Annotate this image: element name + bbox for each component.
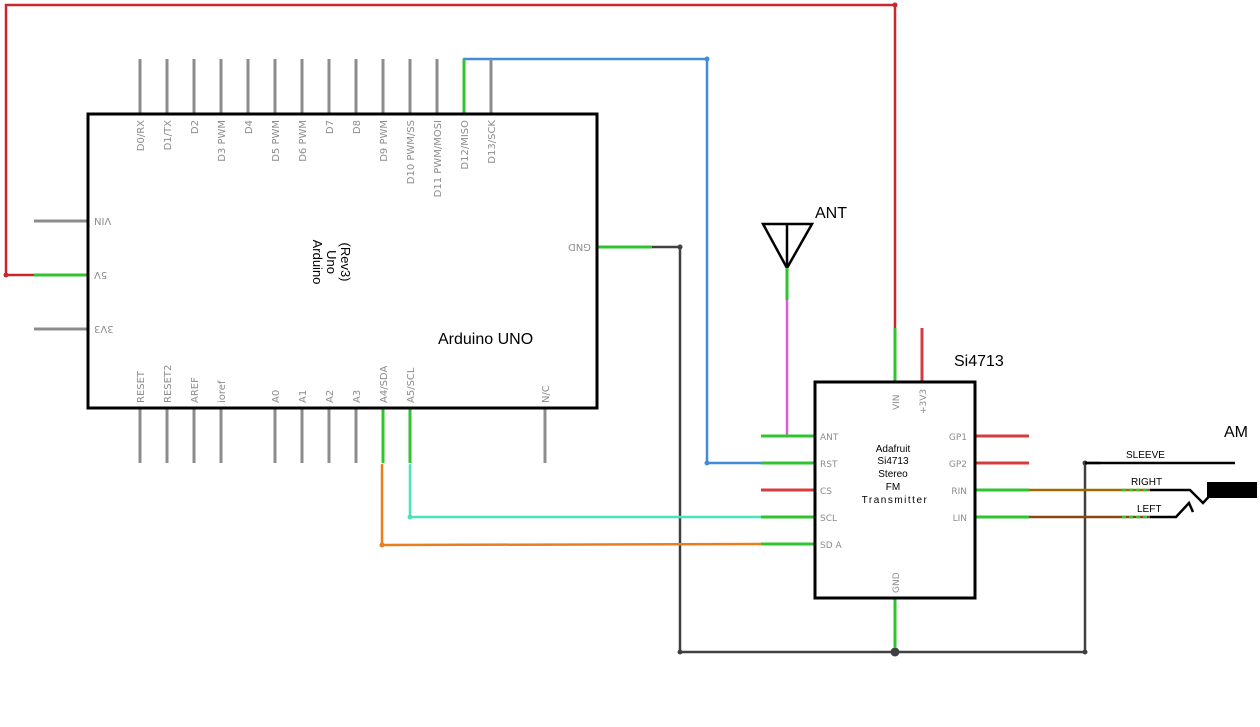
audio-jack[interactable]: SLEEVE RIGHT LEFT AM xyxy=(1085,424,1257,519)
wire-scl[interactable] xyxy=(408,463,789,519)
junction-dot xyxy=(892,2,898,8)
label-top-pin: D9 PWM xyxy=(379,120,390,162)
si-desc-4: FM xyxy=(886,482,900,493)
label-si-cs: CS xyxy=(820,487,832,497)
label-top-pin: D6 PWM xyxy=(298,120,309,162)
junctions xyxy=(3,2,1088,657)
label-top-pin: D8 xyxy=(352,120,363,134)
junction-dot xyxy=(1082,649,1088,655)
label-top-pin: D3 PWM xyxy=(217,120,228,162)
power-wire-5v[interactable] xyxy=(4,3,897,330)
jack-label-right: RIGHT xyxy=(1131,477,1162,488)
label-5v: 5V xyxy=(94,269,107,280)
label-bottom-pin: AREF xyxy=(190,377,201,403)
label-si-sda: SD A xyxy=(820,541,843,551)
label-top-pin: D13/SCK xyxy=(487,120,498,164)
label-bottom-pin: A0 xyxy=(271,390,282,403)
label-bottom-pin: A5/SCL xyxy=(406,367,417,403)
label-si-gp2: GP2 xyxy=(949,460,967,470)
si-desc-2: Si4713 xyxy=(877,456,909,467)
label-si-scl: SCL xyxy=(820,514,837,524)
antenna[interactable]: ANT xyxy=(760,205,847,300)
label-top-pin: D11 PWM/MOSI xyxy=(433,120,444,197)
junction-dot xyxy=(407,514,413,520)
arduino-center-label: Arduino Uno (Rev3) xyxy=(310,240,353,285)
label-bottom-pin: ioref xyxy=(217,380,228,403)
junction-dot xyxy=(704,56,710,62)
label-si-rin: RIN xyxy=(951,487,967,497)
label-si-rst: RST xyxy=(820,460,838,470)
jack-label-sleeve: SLEEVE xyxy=(1126,450,1165,461)
si-desc-5: Transmitter xyxy=(862,495,929,506)
label-top-pin: D5 PWM xyxy=(271,120,282,162)
si-desc-1: Adafruit xyxy=(876,444,911,455)
arduino-bottom-pin-labels: RESET RESET2 AREF ioref A0 A1 A2 A3 A4/SDA A5/SCL… xyxy=(136,365,552,403)
wire-miso-rst[interactable] xyxy=(462,57,789,465)
junction-dot xyxy=(677,244,683,250)
arduino-title: Arduino UNO xyxy=(438,331,533,348)
label-vin: VIN xyxy=(94,215,111,226)
label-bottom-pin: A2 xyxy=(325,390,336,403)
arduino-bottom-pins xyxy=(138,408,547,463)
si4713-body xyxy=(813,380,977,600)
label-top-pin: D0/RX xyxy=(136,120,147,151)
jack-label-left: LEFT xyxy=(1137,504,1161,515)
jack-title: AM xyxy=(1224,424,1248,441)
label-bottom-pin: N/C xyxy=(541,385,552,403)
center-line-3: (Rev3) xyxy=(338,242,353,281)
junction-dot xyxy=(677,649,683,655)
si4713-module[interactable]: VIN +3V3 ANT RST CS SCL SD A GP1 GP2 RIN… xyxy=(761,328,1029,648)
junction-dot xyxy=(379,542,385,548)
junction-dot xyxy=(3,272,9,278)
junction-dot xyxy=(704,460,710,466)
label-top-pin: D10 PWM/SS xyxy=(406,120,417,184)
center-line-2: Uno xyxy=(324,250,339,274)
label-si-gp1: GP1 xyxy=(949,433,967,443)
label-si-lin: LIN xyxy=(953,514,967,524)
label-si-3v3: +3V3 xyxy=(919,389,929,414)
label-bottom-pin: RESET2 xyxy=(163,365,174,403)
label-bottom-pin: A3 xyxy=(352,390,363,403)
center-line-1: Arduino xyxy=(310,240,325,285)
label-bottom-pin: A1 xyxy=(298,390,309,403)
jack-plug-icon xyxy=(1207,482,1257,498)
junction-dot xyxy=(890,647,900,657)
label-si-ant: ANT xyxy=(820,433,839,443)
label-bottom-pin: RESET xyxy=(136,370,147,403)
label-top-pin: D12/MISO xyxy=(460,120,471,170)
label-si-vin: VIN xyxy=(892,394,902,410)
arduino-uno[interactable]: D0/RX D1/TX D2 D3 PWM D4 D5 PWM D6 PWM D7 D8 D9 P… xyxy=(34,59,652,463)
label-3v3: 3V3 xyxy=(94,323,114,334)
jack-right-contact xyxy=(1150,488,1216,505)
label-si-gnd: GND xyxy=(892,572,902,593)
arduino-top-pins xyxy=(138,59,493,114)
si4713-title: Si4713 xyxy=(954,353,1004,370)
antenna-label: ANT xyxy=(815,205,847,222)
arduino-top-pin-labels: D0/RX D1/TX D2 D3 PWM D4 D5 PWM D6 PWM D7 D8 D9 P… xyxy=(136,120,498,198)
label-top-pin: D2 xyxy=(190,120,201,134)
label-top-pin: D4 xyxy=(244,120,255,134)
wire-sda[interactable] xyxy=(380,463,789,547)
label-top-pin: D7 xyxy=(325,120,336,134)
arduino-body xyxy=(86,112,599,410)
label-bottom-pin: A4/SDA xyxy=(379,366,390,403)
label-gnd: GND xyxy=(568,241,591,252)
label-top-pin: D1/TX xyxy=(163,120,174,151)
si-desc-3: Stereo xyxy=(878,469,908,480)
jack-left-contact xyxy=(1150,500,1195,519)
